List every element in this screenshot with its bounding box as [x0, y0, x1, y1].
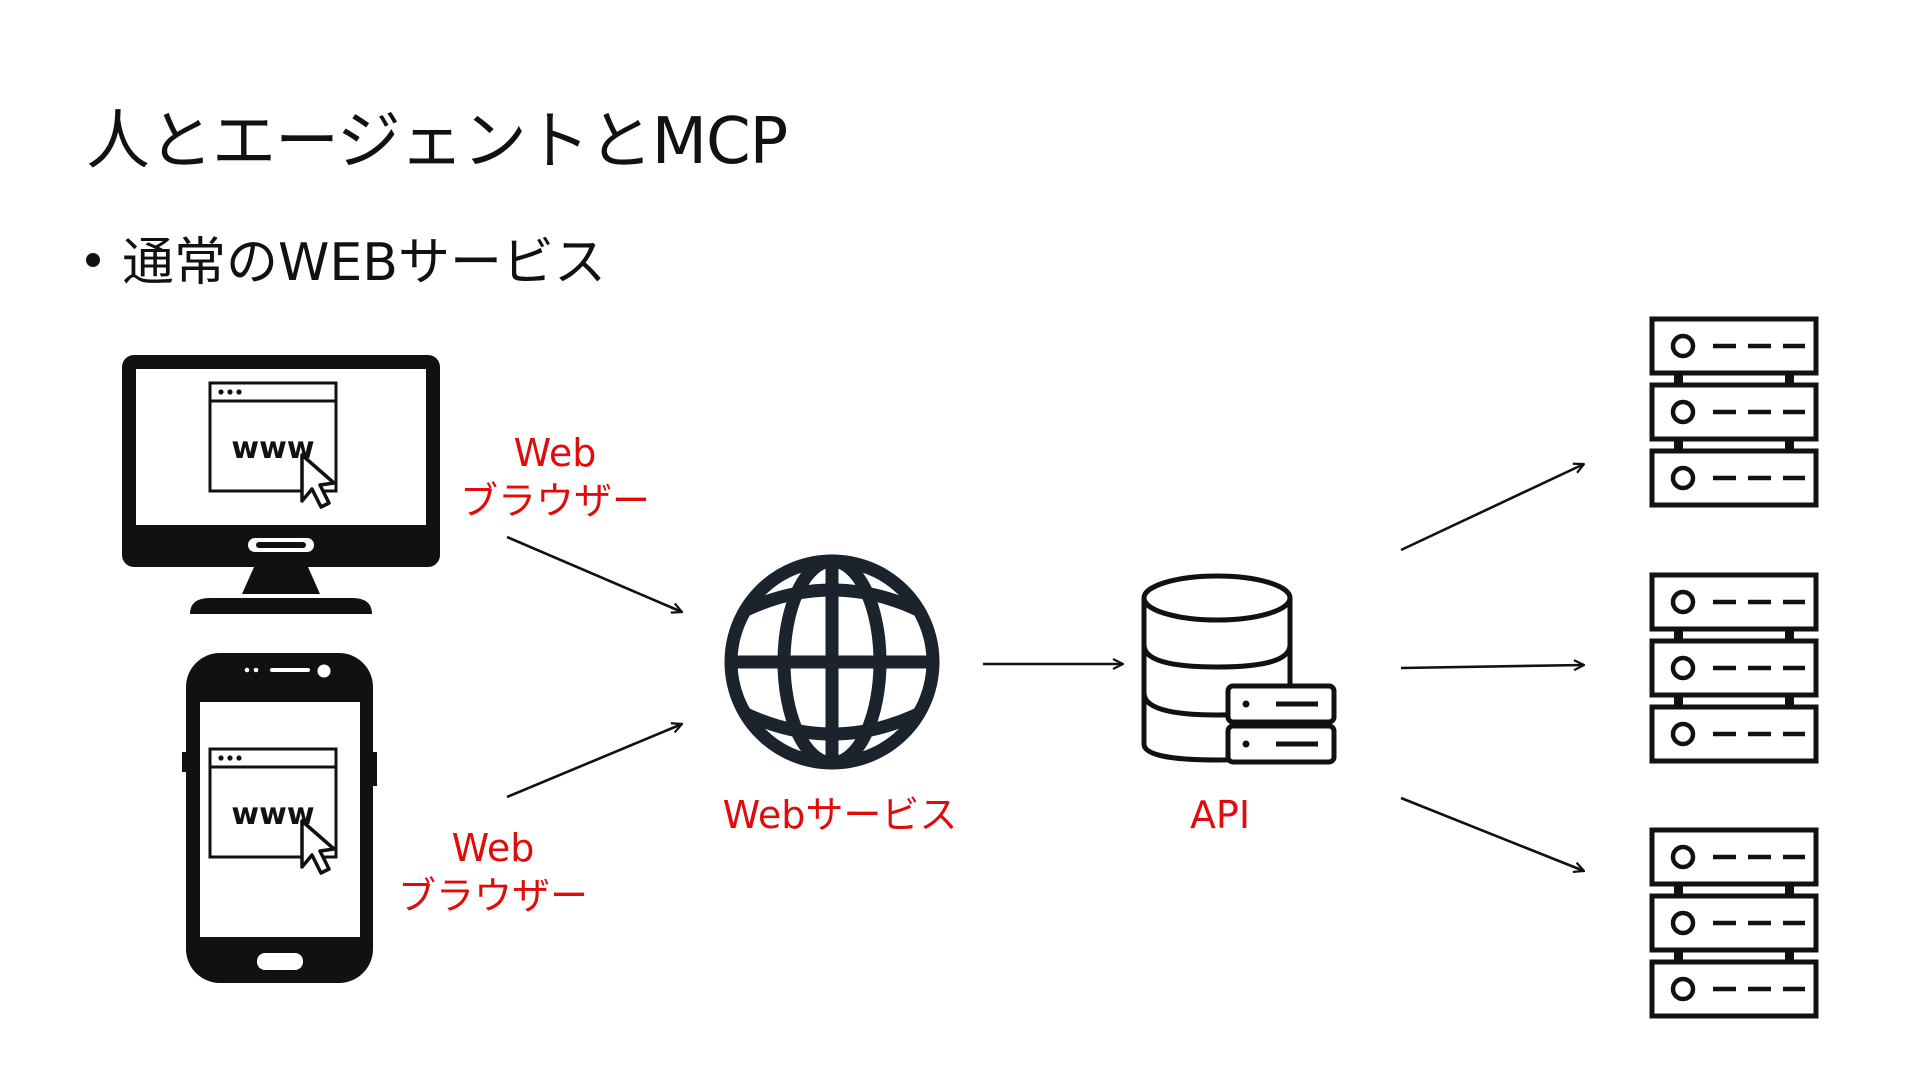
arrow-desktop-to-web: [506, 535, 682, 612]
desktop-screen-text: www: [231, 431, 314, 466]
phone-screen-text: www: [231, 797, 314, 832]
slide-title: 人とエージェントとMCP: [86, 105, 788, 179]
arrow-phone-to-web: [506, 724, 682, 799]
server-rack-icon: [1652, 319, 1816, 505]
bullet-item: 通常のWEBサービス: [86, 232, 606, 294]
smartphone-icon: www: [182, 653, 377, 983]
globe-icon: [724, 554, 940, 770]
web-service-label: Webサービス: [722, 793, 958, 837]
api-label: API: [1189, 793, 1251, 837]
desktop-monitor-icon: www: [122, 355, 440, 614]
server-rack-icon: [1652, 575, 1816, 761]
phone-browser-label: Web ブラウザー: [397, 826, 588, 918]
bullet-text: 通常のWEBサービス: [122, 233, 606, 293]
server-rack-icon: [1652, 830, 1816, 1016]
arrow-api-to-server-2: [1400, 665, 1584, 668]
desktop-browser-label: Web ブラウザー: [459, 431, 650, 523]
database-server-icon: [1141, 573, 1337, 765]
arrow-api-to-server-1: [1400, 464, 1584, 552]
arrow-api-to-server-3: [1400, 796, 1584, 871]
bullet-dot: [86, 253, 100, 267]
